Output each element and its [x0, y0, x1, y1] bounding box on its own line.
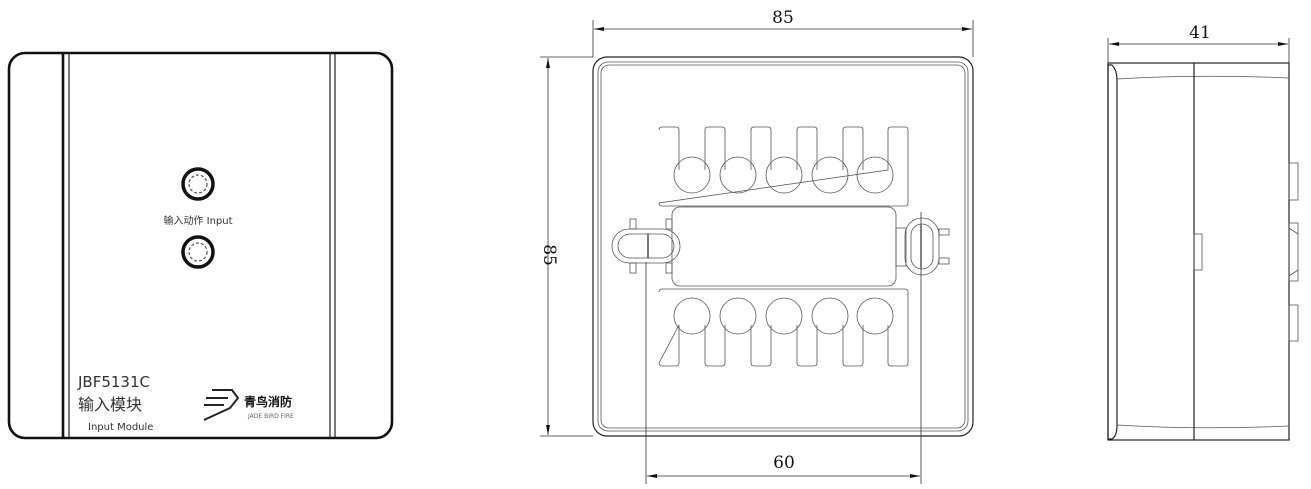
side-outline [1107, 62, 1290, 441]
top-terminal-comb [658, 126, 909, 207]
brand-name-cn: 青鸟消防 [244, 394, 292, 409]
depth-dimension-label: 41 [1189, 23, 1211, 43]
product-name-cn: 输入模块 [78, 395, 142, 414]
width-dimension: 85 [592, 8, 974, 57]
depth-dimension: 41 [1107, 23, 1290, 63]
product-name-en: Input Module [88, 422, 153, 433]
center-label-area [671, 206, 897, 287]
bottom-terminal-comb [658, 288, 909, 367]
front-outline [7, 51, 394, 440]
right-mounting-slot [895, 217, 950, 276]
mount-spacing-dimension: 60 [645, 212, 922, 484]
brand-name-en: JADE BIRD FIRE [247, 413, 294, 420]
width-dimension-label: 85 [772, 8, 794, 28]
mount-spacing-label: 60 [773, 453, 795, 473]
height-dimension: 85 [539, 56, 593, 437]
back-outline [592, 56, 974, 437]
button-label: 输入动作 Input [163, 214, 232, 227]
indicator-led-top-icon [181, 167, 215, 201]
side-view: 41 [1107, 23, 1299, 441]
brand-logo-icon: 青鸟消防 JADE BIRD FIRE [203, 389, 294, 421]
back-view: 85 85 60 [539, 8, 974, 484]
height-dimension-label: 85 [539, 244, 559, 266]
indicator-led-bottom-icon [181, 235, 215, 269]
model-number: JBF5131C [77, 373, 150, 391]
front-view: 输入动作 Input JBF5131C 输入模块 Input Module 青鸟… [7, 51, 394, 440]
